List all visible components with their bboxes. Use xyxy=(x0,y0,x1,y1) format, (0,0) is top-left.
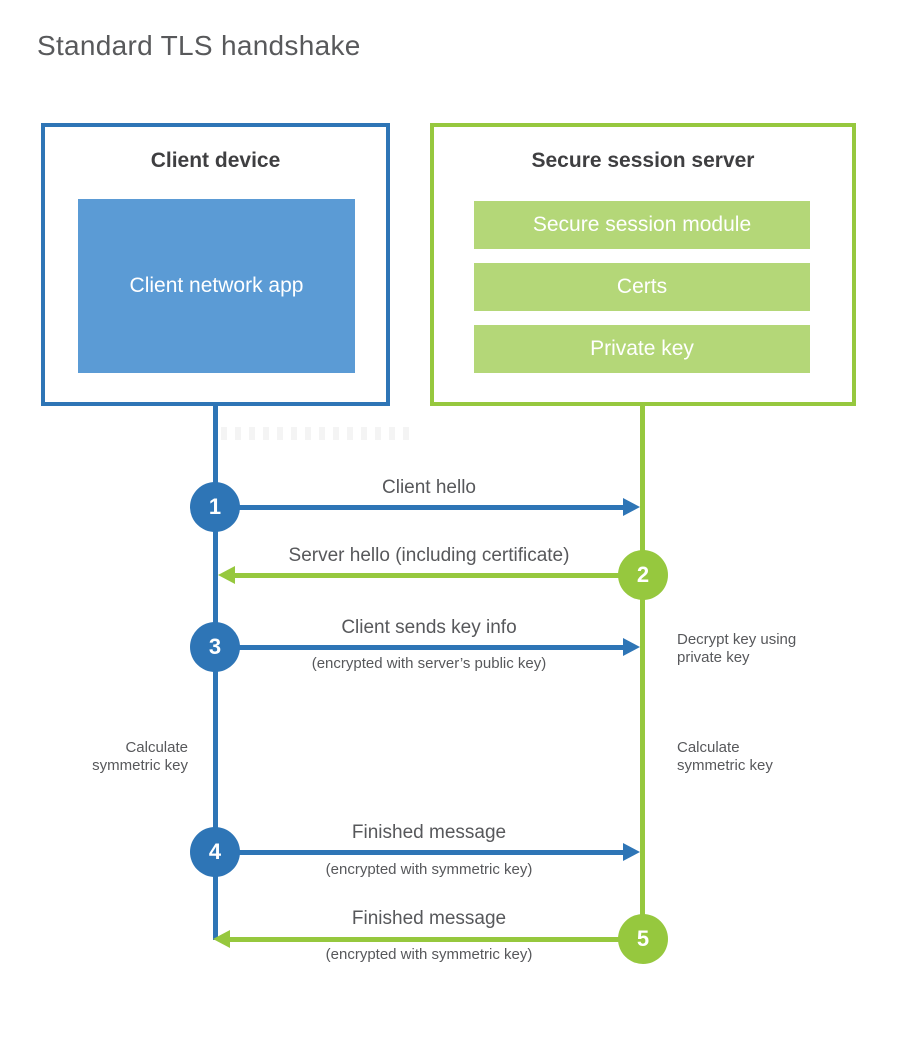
faint-tick-artifact xyxy=(221,427,416,440)
arrowhead-right-icon xyxy=(623,638,640,656)
arrowhead-right-icon xyxy=(623,843,640,861)
note-calc-symmetric-client: Calculate symmetric key xyxy=(58,739,188,775)
arrow-client-hello xyxy=(215,498,640,516)
secure-session-server-header: Secure session server xyxy=(531,149,755,172)
note-decrypt-key-line1: Decrypt key using xyxy=(677,631,797,648)
arrow-shaft xyxy=(230,936,643,942)
note-decrypt-key: Decrypt key using private key xyxy=(677,631,796,667)
arrowhead-left-icon xyxy=(218,566,235,584)
message-label-3: Client sends key info xyxy=(341,617,517,638)
server-lifeline xyxy=(640,406,645,939)
message-label-5: Finished message xyxy=(351,908,507,929)
client-network-app-box: Client network app xyxy=(78,199,355,373)
message-label-1: Client hello xyxy=(382,477,476,498)
note-calc-symmetric-server: Calculate symmetric key xyxy=(677,739,773,775)
arrowhead-right-icon xyxy=(623,498,640,516)
arrow-shaft xyxy=(235,572,643,578)
note-calc-client-line2: symmetric key xyxy=(92,757,188,774)
step-circle-5: 5 xyxy=(618,914,668,964)
client-device-header: Client device xyxy=(150,149,281,172)
arrowhead-left-icon xyxy=(213,930,230,948)
arrow-finished-server xyxy=(213,930,643,948)
module-certs: Certs xyxy=(474,263,810,311)
note-calc-server-line1: Calculate xyxy=(677,739,740,756)
arrow-shaft xyxy=(215,849,623,855)
step-circle-3: 3 xyxy=(190,622,240,672)
module-secure-session: Secure session module xyxy=(474,201,810,249)
message-sublabel-4: (encrypted with symmetric key) xyxy=(325,861,533,878)
page-title: Standard TLS handshake xyxy=(37,30,361,61)
arrow-shaft xyxy=(215,644,623,650)
arrow-shaft xyxy=(215,504,623,510)
note-decrypt-key-line2: private key xyxy=(677,649,750,666)
note-calc-server-line2: symmetric key xyxy=(677,757,773,774)
message-label-2: Server hello (including certificate) xyxy=(288,545,570,566)
step-circle-1: 1 xyxy=(190,482,240,532)
message-label-4: Finished message xyxy=(351,822,507,843)
message-sublabel-3: (encrypted with server’s public key) xyxy=(311,655,547,672)
step-circle-2: 2 xyxy=(618,550,668,600)
client-network-app-label: Client network app xyxy=(129,273,304,297)
arrow-client-key-info xyxy=(215,638,640,656)
module-private-key: Private key xyxy=(474,325,810,373)
client-lifeline xyxy=(213,406,218,940)
arrow-finished-client xyxy=(215,843,640,861)
arrow-server-hello xyxy=(218,566,643,584)
message-sublabel-5: (encrypted with symmetric key) xyxy=(325,946,533,963)
step-circle-4: 4 xyxy=(190,827,240,877)
note-calc-client-line1: Calculate xyxy=(125,739,188,756)
